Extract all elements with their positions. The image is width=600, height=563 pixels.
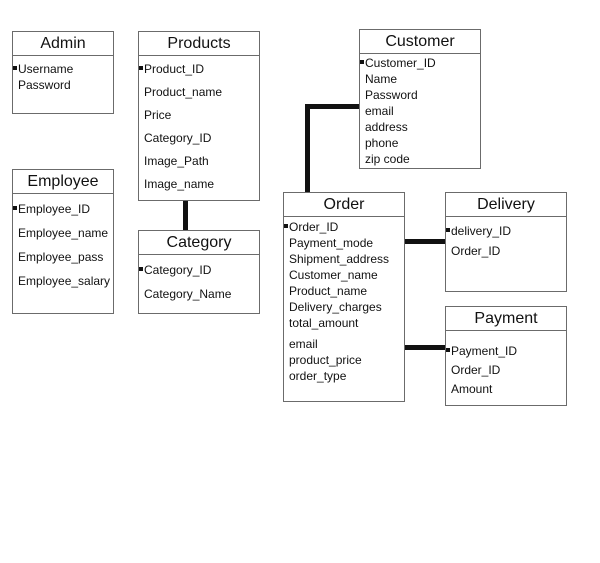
order-field-product-price: product_price [289,353,362,367]
products-field-image-name: Image_name [144,177,215,191]
payment-field-amount: Amount [451,382,493,396]
order-entity: Order Order_ID Payment_mode Shipment_add… [283,192,405,402]
order-field-order-type: order_type [289,369,347,383]
customer-field-address: address [365,120,408,134]
customer-entity: Customer Customer_ID Name Password email… [359,29,481,169]
connector-order-payment [402,345,448,350]
category-title: Category [139,231,259,255]
connector-order-delivery [402,239,448,244]
customer-field-phone: phone [365,136,399,150]
products-field-product-name: Product_name [144,85,223,99]
products-field-product-id: Product_ID [144,62,205,76]
products-title: Products [139,32,259,56]
admin-field-username: Username [18,62,74,76]
payment-entity: Payment Payment_ID Order_ID Amount [445,306,567,406]
products-field-price: Price [144,108,172,122]
products-field-image-path: Image_Path [144,154,209,168]
primary-key-marker [139,66,143,70]
employee-entity: Employee Employee_ID Employee_name Emplo… [12,169,114,314]
delivery-entity: Delivery delivery_ID Order_ID [445,192,567,292]
primary-key-marker [360,60,364,64]
delivery-field-order-id: Order_ID [451,244,501,258]
products-field-category-id: Category_ID [144,131,212,145]
primary-key-marker [13,66,17,70]
order-field-total-amount: total_amount [289,316,359,330]
employee-field-employee-id: Employee_ID [18,202,91,216]
customer-field-name: Name [365,72,398,86]
customer-field-password: Password [365,88,418,102]
order-field-email: email [289,337,318,351]
admin-title: Admin [13,32,113,56]
products-entity: Products Product_ID Product_name Price C… [138,31,260,201]
employee-title: Employee [13,170,113,194]
order-title: Order [284,193,404,217]
employee-field-employee-pass: Employee_pass [18,250,104,264]
primary-key-marker [446,348,450,352]
customer-field-customer-id: Customer_ID [365,56,436,70]
delivery-field-delivery-id: delivery_ID [451,224,512,238]
admin-entity: Admin Username Password [12,31,114,114]
primary-key-marker [446,228,450,232]
order-field-payment-mode: Payment_mode [289,236,374,250]
employee-field-employee-name: Employee_name [18,226,109,240]
order-field-product-name: Product_name [289,284,368,298]
payment-field-payment-id: Payment_ID [451,344,518,358]
payment-title: Payment [446,307,566,331]
connector-customer-order-vertical [305,104,310,194]
customer-field-zip-code: zip code [365,152,410,166]
connector-customer-order-horizontal [305,104,362,109]
primary-key-marker [139,267,143,271]
order-field-shipment-address: Shipment_address [289,252,390,266]
order-field-customer-name: Customer_name [289,268,378,282]
category-field-category-id: Category_ID [144,263,212,277]
payment-field-order-id: Order_ID [451,363,501,377]
category-field-category-name: Category_Name [144,287,232,301]
connector-products-category [183,198,188,232]
primary-key-marker [284,224,288,228]
order-field-order-id: Order_ID [289,220,339,234]
order-field-delivery-charges: Delivery_charges [289,300,382,314]
customer-field-email: email [365,104,394,118]
employee-field-employee-salary: Employee_salary [18,274,111,288]
customer-title: Customer [360,30,480,54]
admin-field-password: Password [18,78,71,92]
primary-key-marker [13,206,17,210]
category-entity: Category Category_ID Category_Name [138,230,260,314]
delivery-title: Delivery [446,193,566,217]
